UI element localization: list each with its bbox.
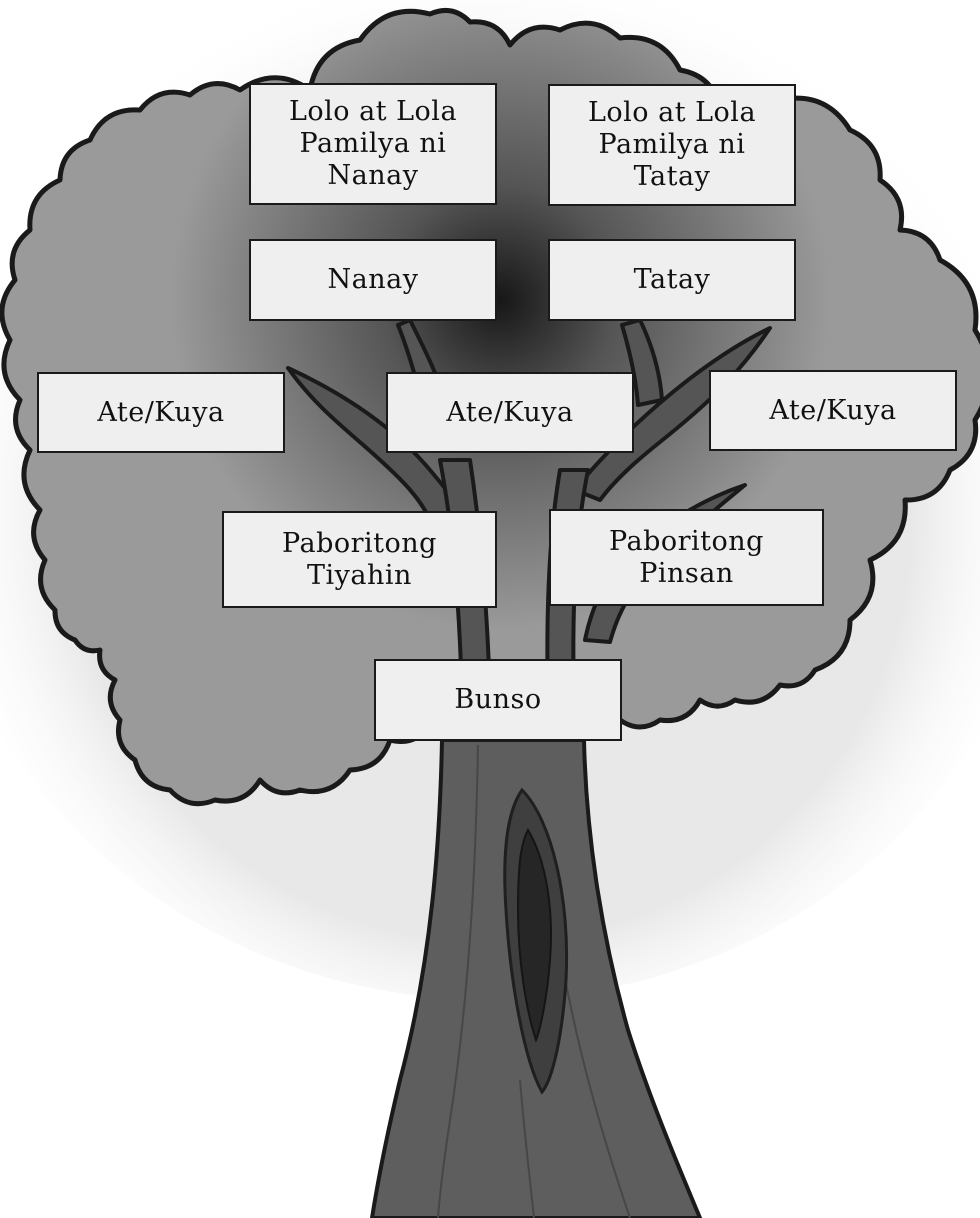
sibling-right-box: Ate/Kuya — [709, 370, 957, 451]
youngest-box: Bunso — [374, 659, 622, 741]
trunk-grain — [519, 1079, 535, 1218]
favorite-aunt-box: Paboritong Tiyahin — [222, 511, 497, 608]
sibling-left-box: Ate/Kuya — [37, 372, 285, 453]
grandparents-father-box: Lolo at Lola Pamilya ni Tatay — [548, 84, 796, 206]
mother-box: Nanay — [249, 239, 497, 321]
father-box: Tatay — [548, 239, 796, 321]
branch-right-upper — [620, 318, 664, 407]
favorite-cousin-box: Paboritong Pinsan — [549, 509, 824, 606]
trunk-grain — [437, 744, 479, 1218]
sibling-center-box: Ate/Kuya — [386, 372, 634, 453]
trunk-knot-inner — [516, 827, 553, 1043]
grandparents-mother-box: Lolo at Lola Pamilya ni Nanay — [249, 83, 497, 205]
